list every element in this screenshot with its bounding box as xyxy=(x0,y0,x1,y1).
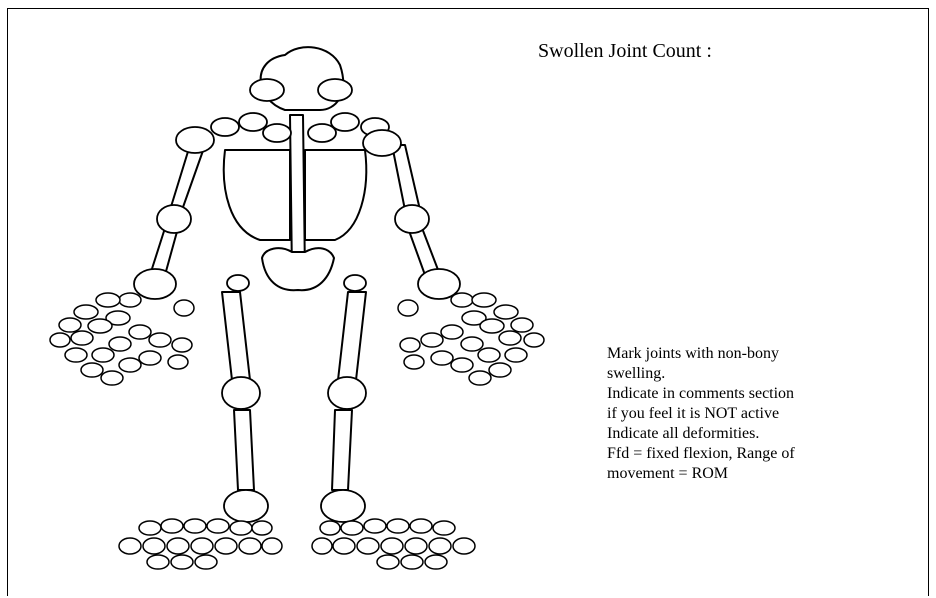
instruction-line: Indicate all deformities. xyxy=(607,424,837,444)
instruction-line: movement = ROM xyxy=(607,464,837,484)
page-title: Swollen Joint Count : xyxy=(538,40,712,63)
instruction-line: swelling. xyxy=(607,364,837,384)
instruction-line: if you feel it is NOT active xyxy=(607,404,837,424)
instruction-line: Ffd = fixed flexion, Range of xyxy=(607,444,837,464)
instruction-line: Indicate in comments section xyxy=(607,384,837,404)
instruction-line: Mark joints with non-bony xyxy=(607,344,837,364)
instructions-text: Mark joints with non-bony swelling. Indi… xyxy=(607,344,837,484)
